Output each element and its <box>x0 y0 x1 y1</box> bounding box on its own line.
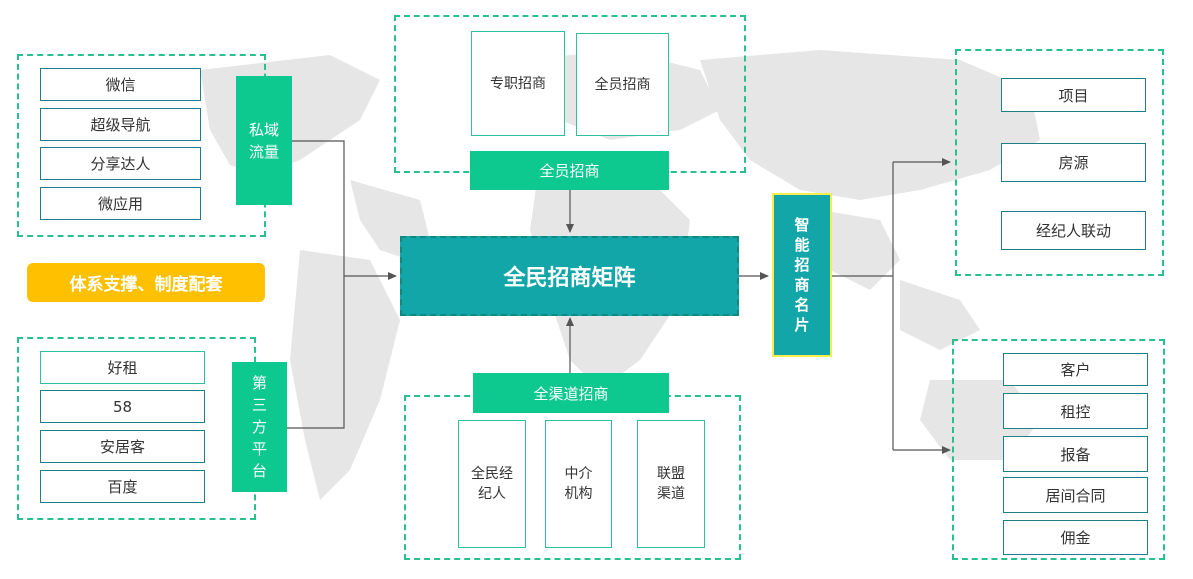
top-group <box>394 15 746 173</box>
list-item-all-agents: 全民经纪人 <box>458 420 526 548</box>
list-item-all-staff-invest: 全员招商 <box>576 33 669 136</box>
list-item-agency: 中介机构 <box>545 420 612 548</box>
list-item-commission: 佣金 <box>1003 520 1148 555</box>
all-staff-invest-label: 全员招商 <box>470 151 669 190</box>
list-item-micro-app: 微应用 <box>40 187 201 220</box>
list-item-housing: 房源 <box>1001 143 1146 182</box>
list-item-wechat: 微信 <box>40 68 201 101</box>
third-party-label: 第三方平台 <box>232 362 287 492</box>
private-traffic-label: 私域流量 <box>236 76 292 205</box>
list-item-customer: 客户 <box>1003 353 1148 386</box>
list-item-super-nav: 超级导航 <box>40 108 201 141</box>
list-item-haozu: 好租 <box>40 351 205 384</box>
list-item-rent-control: 租控 <box>1003 393 1148 429</box>
all-channel-invest-label: 全渠道招商 <box>473 373 669 413</box>
list-item-fulltime-invest: 专职招商 <box>471 31 565 136</box>
right-bottom-group <box>952 339 1165 560</box>
central-matrix: 全民招商矩阵 <box>400 236 739 316</box>
smart-invest-card: 智能招商名片 <box>772 193 832 357</box>
list-item-anjuke: 安居客 <box>40 430 205 463</box>
list-item-project: 项目 <box>1001 78 1146 112</box>
support-badge: 体系支撑、制度配套 <box>27 263 265 302</box>
list-item-report: 报备 <box>1003 436 1148 472</box>
list-item-broker-contract: 居间合同 <box>1003 477 1148 513</box>
list-item-alliance-channel: 联盟渠道 <box>637 420 705 548</box>
right-top-group <box>955 49 1164 276</box>
list-item-58: 58 <box>40 390 205 423</box>
list-item-agent-link: 经纪人联动 <box>1001 211 1146 250</box>
list-item-baidu: 百度 <box>40 470 205 503</box>
list-item-share-expert: 分享达人 <box>40 147 201 180</box>
